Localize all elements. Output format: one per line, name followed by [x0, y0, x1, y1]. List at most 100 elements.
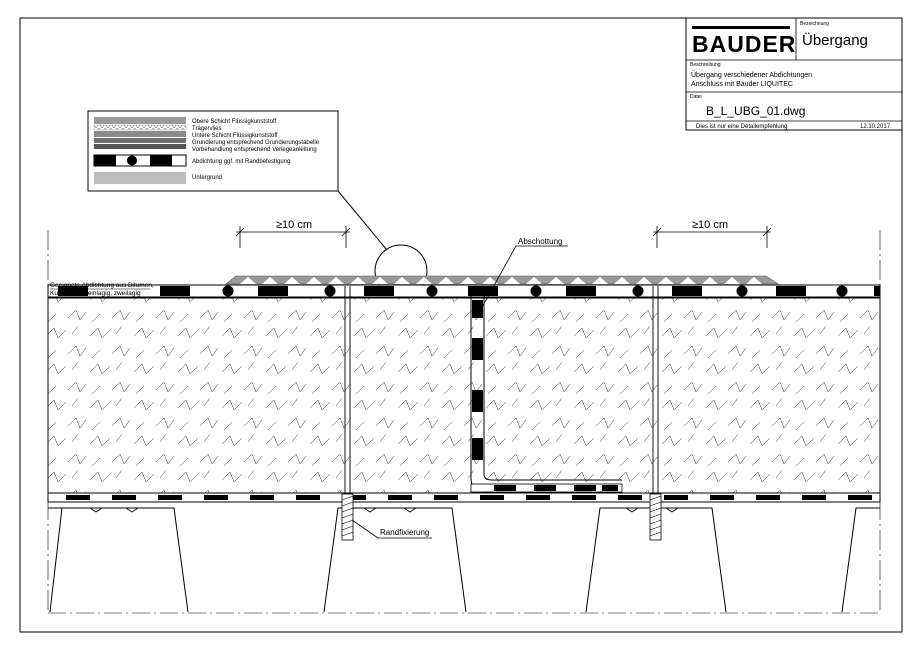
vapour-barrier-block: [848, 495, 872, 500]
vapour-barrier-block: [572, 495, 596, 500]
fleece-triangle: [284, 277, 300, 284]
abschottung-leader: [475, 245, 517, 319]
trapezoidal-steel-deck: [48, 507, 880, 613]
legend-swatch-pretreatment: [94, 144, 186, 149]
fleece-triangle: [504, 277, 520, 284]
thermal-insulation: [47, 297, 881, 494]
vapour-barrier-block: [66, 495, 90, 500]
bulkhead-membrane: [470, 290, 623, 493]
randfixierung-label: Randfixierung: [380, 528, 429, 537]
beschreibung-label: Beschreibung: [690, 62, 721, 68]
fleece-triangle: [240, 277, 256, 284]
abschottung-label: Abschottung: [518, 237, 562, 246]
fleece-triangle: [482, 277, 498, 284]
bulkhead-block: [472, 390, 483, 412]
legend-swatch-primer: [94, 138, 186, 143]
fleece-triangle: [548, 277, 564, 284]
membrane-block: [672, 286, 702, 296]
vapour-barrier-block: [388, 495, 412, 500]
legend-swatch-fleece: [93, 124, 187, 131]
logo-rule: [692, 26, 790, 29]
membrane-block: [58, 286, 88, 296]
legend-swatch-membrane: [93, 154, 187, 167]
fleece-triangle: [460, 277, 476, 284]
legend-swatch-lower-liquid: [94, 131, 186, 137]
bulkhead-block: [472, 300, 483, 318]
top-membrane-marks: [58, 285, 880, 297]
drawing-date: 12.10.2017: [860, 124, 891, 130]
vapour-barrier-block: [112, 495, 136, 500]
fleece-triangle: [394, 277, 410, 284]
dimension-left-label: ≥10 cm: [276, 219, 312, 231]
membrane-block: [468, 286, 498, 296]
bulkhead-block: [574, 485, 596, 491]
legend-swatch-upper-liquid: [94, 117, 186, 124]
membrane-fastener-dot: [426, 285, 438, 297]
membrane-fastener-dot: [324, 285, 336, 297]
edge-fastener-left: [341, 286, 354, 541]
section-break-lines: [47, 230, 881, 612]
bulkhead-block: [494, 485, 516, 491]
vapour-barrier-block: [480, 495, 504, 500]
membrane-block: [160, 286, 190, 296]
membrane-block: [258, 286, 288, 296]
fleece-triangle: [592, 277, 608, 284]
randfixierung-leader: [351, 519, 379, 539]
membrane-fastener-dot: [736, 285, 748, 297]
vapour-barrier-block: [204, 495, 228, 500]
membrane-block: [566, 286, 596, 296]
membrane-block: [776, 286, 806, 296]
legend-label-primer: Grundierung entsprechend Grundierungstab…: [192, 140, 320, 146]
vapour-barrier-block: [158, 495, 182, 500]
legend-label-pretreatment: Vorbehandlung entsprechend Verlegeanleit…: [192, 147, 317, 153]
legend-box: Obere Schicht Flüssigkunststoff Trägervl…: [87, 110, 339, 192]
vapour-barrier-block: [710, 495, 734, 500]
vapour-barrier: [47, 492, 881, 503]
membrane-block: [874, 286, 880, 296]
description-line-1: Übergang verschiedener Abdichtungen: [691, 71, 812, 79]
fleece-triangle: [658, 277, 674, 284]
vapour-barrier-block: [342, 495, 366, 500]
fleece-triangle: [724, 277, 740, 284]
vapour-barrier-block: [802, 495, 826, 500]
title-block: BAUDER Bezeichnung Übergang Beschreibung…: [685, 17, 903, 131]
legend-label-lower-liquid: Untere Schicht Flüssigkunststoff: [192, 133, 278, 139]
dimension-right-label: ≥10 cm: [692, 219, 728, 231]
fleece-triangle: [636, 277, 652, 284]
fleece-triangle: [372, 277, 388, 284]
fleece-triangle: [614, 277, 630, 284]
edge-fastener-right: [649, 286, 662, 541]
description-line-2: Anschluss mit Bauder LIQUITEC: [691, 81, 793, 88]
fleece-triangle: [328, 277, 344, 284]
existing-membrane-label-2: Kunststoff ... einlagig, zweilagig: [50, 290, 141, 297]
bulkhead-block: [472, 438, 483, 460]
drawing-title: Übergang: [802, 31, 868, 49]
legend-leader-line: [337, 190, 388, 251]
vapour-barrier-block: [250, 495, 274, 500]
legend-label-fleece: Trägervlies: [192, 126, 221, 132]
fleece-triangle: [262, 277, 278, 284]
company-logo: BAUDER: [692, 31, 796, 57]
fleece-triangle: [350, 277, 366, 284]
membrane-block: [364, 286, 394, 296]
bulkhead-block: [472, 338, 483, 360]
legend-label-substrate: Untergrund: [192, 175, 222, 181]
membrane-fastener-dot: [222, 285, 234, 297]
vapour-barrier-block: [664, 495, 688, 500]
bezeichnung-label: Bezeichnung: [800, 21, 829, 27]
vapour-barrier-block: [618, 495, 642, 500]
fleece-zigzag: [240, 277, 762, 284]
fleece-triangle: [746, 277, 762, 284]
bulkhead-block: [602, 485, 618, 491]
membrane-fastener-dot: [836, 285, 848, 297]
drawing-frame: [19, 17, 903, 633]
legend-swatch-substrate: [94, 172, 186, 184]
legend-label-membrane: Abdichtung ggf. mit Randbefestigung: [192, 159, 290, 165]
fleece-triangle: [680, 277, 696, 284]
datei-label: Datei: [690, 94, 702, 100]
dimension-left: [235, 226, 351, 248]
dimension-right: [652, 226, 772, 248]
vapour-barrier-marks: [66, 495, 872, 500]
vapour-barrier-block: [434, 495, 458, 500]
